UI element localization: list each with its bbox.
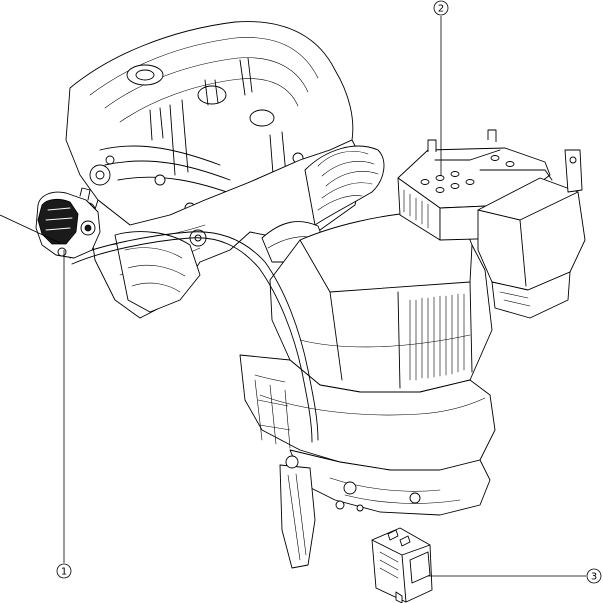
control-module	[371, 527, 433, 603]
lower-mount	[279, 455, 364, 569]
wiring-harness	[69, 231, 471, 443]
callout-label-1: 1	[61, 567, 67, 578]
callout-label-3: 3	[591, 572, 597, 583]
callout-marker-2: 2	[433, 0, 449, 16]
callout-marker-3: 3	[586, 568, 602, 584]
leader-lines	[0, 16, 586, 577]
generator	[35, 187, 101, 259]
engine-assembly	[65, 21, 366, 319]
pointer-line	[0, 214, 61, 244]
callout-label-2: 2	[438, 4, 444, 15]
callout-marker-1: 1	[56, 563, 72, 579]
fuse-box	[477, 149, 586, 319]
air-cleaner	[239, 211, 496, 516]
